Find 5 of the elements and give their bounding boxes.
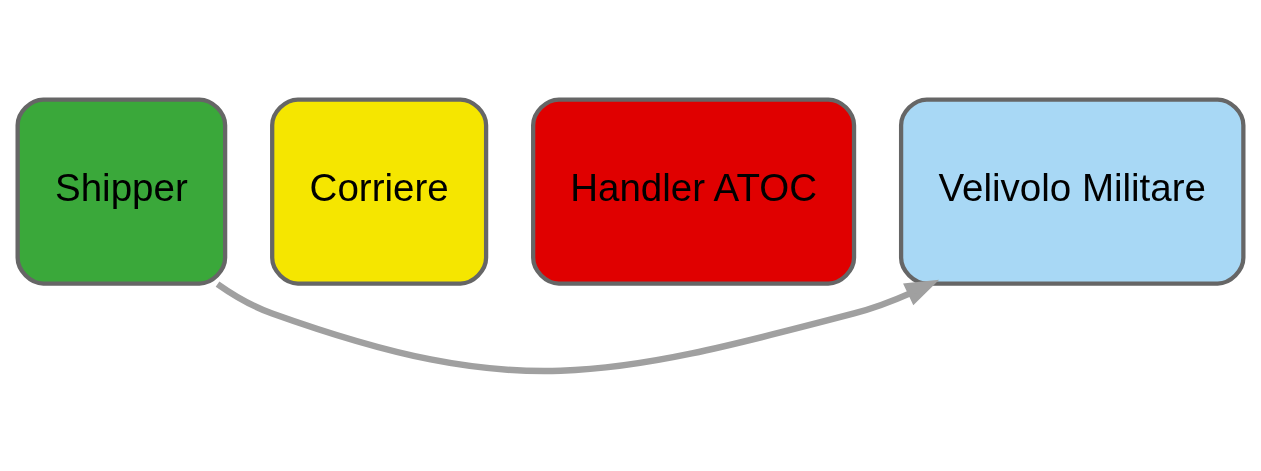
arrow: [215, 279, 940, 374]
node-box: Handler ATOC: [531, 97, 857, 286]
node-box: Velivolo Militare: [898, 97, 1246, 286]
node-box: Corriere: [270, 97, 489, 286]
node-box: Shipper: [15, 97, 228, 286]
